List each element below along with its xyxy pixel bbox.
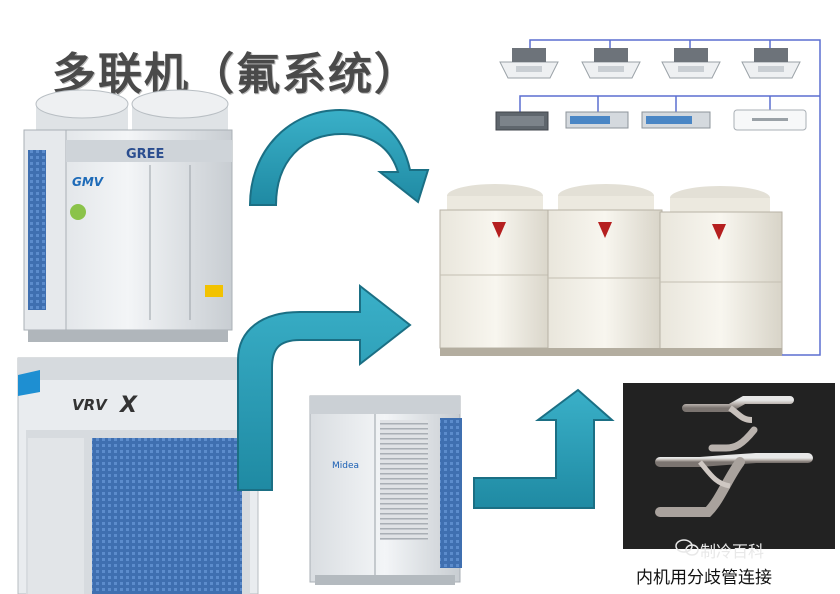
- midea-outdoor-unit: [309, 395, 462, 585]
- cassette-unit: [499, 48, 559, 79]
- watermark-text: 制冷百科: [700, 542, 765, 561]
- wechat-icon: [675, 539, 699, 556]
- gree-outdoor-unit: [23, 89, 233, 342]
- modular-outdoor-units: [439, 184, 783, 356]
- branch-pipe-photo: [623, 383, 835, 549]
- bent-arrow-icon: [473, 388, 615, 509]
- midea-logo: Midea: [332, 461, 359, 471]
- bent-arrow-icon: [237, 283, 412, 491]
- indoor-unit-network: [495, 39, 821, 356]
- cassette-unit: [581, 48, 641, 79]
- ducted-unit: [565, 111, 629, 129]
- ducted-unit: [495, 111, 549, 131]
- gmv-logo: GMV: [72, 175, 105, 189]
- daikin-vrv-outdoor-unit: [17, 357, 259, 594]
- gree-logo: GREE: [126, 147, 164, 162]
- cassette-unit: [741, 48, 801, 79]
- vrv-logo: VRV: [72, 396, 108, 414]
- cassette-unit: [661, 48, 721, 79]
- curved-arrow-icon: [248, 108, 430, 206]
- wall-mounted-unit: [733, 109, 807, 131]
- page-title: 多联机（氟系统）: [52, 49, 420, 100]
- ducted-unit: [641, 111, 711, 129]
- vrv-x-logo: X: [118, 393, 138, 418]
- branch-pipe-caption: 内机用分歧管连接: [636, 568, 772, 588]
